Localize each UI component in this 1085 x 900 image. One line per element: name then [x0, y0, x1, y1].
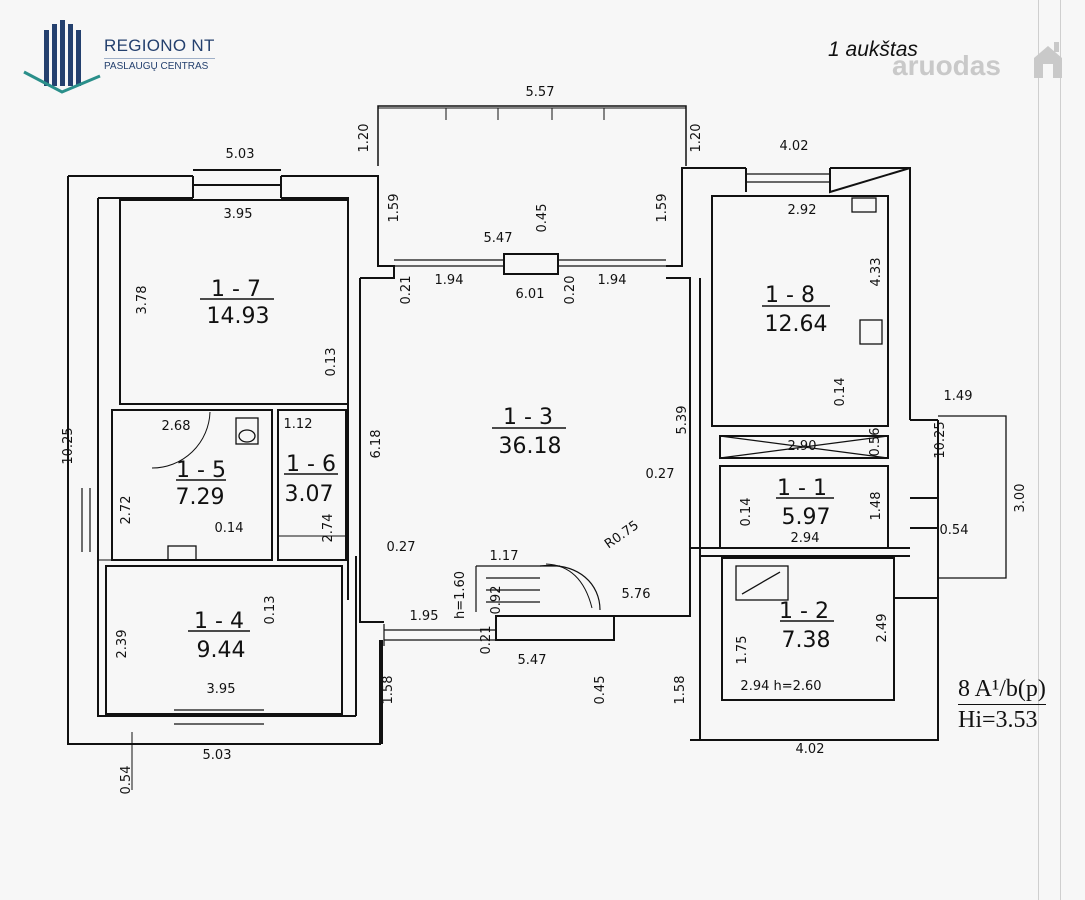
- dimension-label: R0.75: [602, 518, 642, 552]
- house-watermark-icon: [1034, 42, 1062, 78]
- dimension-label: 5.76: [622, 587, 651, 602]
- dimension-label: 1.12: [284, 417, 313, 432]
- dimension-label: 3.00: [1013, 484, 1028, 513]
- dimension-label: 2.92: [788, 203, 817, 218]
- dimension-label: 3.78: [135, 286, 150, 315]
- stamp-line2: Hi=3.53: [958, 704, 1046, 735]
- logo-name: REGIONO NT: [104, 36, 215, 55]
- dimension-label: 5.47: [518, 653, 547, 668]
- dimension-label: 0.45: [593, 676, 608, 705]
- regiono-nt-logo: REGIONO NT PASLAUGŲ CENTRAS: [22, 20, 252, 98]
- dimension-label: 1.75: [735, 636, 750, 665]
- dimension-label: 1.20: [689, 124, 704, 153]
- dimension-label: 2.94 h=2.60: [740, 679, 821, 694]
- room-1-5-area: 7.29: [176, 485, 225, 510]
- dimension-label: 0.56: [868, 428, 883, 457]
- dimension-label: 2.39: [115, 630, 130, 659]
- room-1-3-label: 1 - 3: [503, 405, 553, 430]
- room-1-7-area: 14.93: [207, 304, 270, 329]
- dimension-label: 1.94: [435, 273, 464, 288]
- room-1-1-label: 1 - 1: [777, 476, 827, 501]
- dimension-label: 1.95: [410, 609, 439, 624]
- dimension-label: 1.59: [387, 194, 402, 223]
- dimension-label: 5.03: [203, 748, 232, 763]
- dimension-label: 3.95: [207, 682, 236, 697]
- dimension-label: 1.58: [381, 676, 396, 705]
- dimension-label: 2.74: [321, 514, 336, 543]
- dimension-label: 0.14: [833, 378, 848, 407]
- dimension-label: 4.02: [780, 139, 809, 154]
- room-1-5-label: 1 - 5: [176, 458, 226, 483]
- dimension-label: 10.25: [933, 421, 948, 458]
- room-1-7-label: 1 - 7: [211, 277, 261, 302]
- room-1-4-label: 1 - 4: [194, 609, 244, 634]
- dimension-label: 0.54: [119, 766, 134, 795]
- dimension-label: 5.03: [226, 147, 255, 162]
- dimension-label: h=1.60: [453, 571, 468, 619]
- dimension-label: 4.33: [869, 258, 884, 287]
- dimension-label: 0.21: [479, 626, 494, 655]
- watermark: aruodas: [892, 50, 1001, 81]
- paper-margin-line: [1038, 0, 1039, 900]
- room-1-2-label: 1 - 2: [779, 599, 829, 624]
- dimension-label: 5.47: [484, 231, 513, 246]
- dimension-label: 1.48: [869, 492, 884, 521]
- building-logo-icon: [23, 20, 101, 94]
- dimension-label: 2.72: [119, 496, 134, 525]
- paper-margin-line: [1060, 0, 1061, 900]
- dimension-label: 0.27: [646, 467, 675, 482]
- room-1-3-area: 36.18: [499, 434, 562, 459]
- dimension-label: 1.49: [944, 389, 973, 404]
- dimension-label: 1.58: [673, 676, 688, 705]
- dimension-label: 0.13: [263, 596, 278, 625]
- room-1-4-area: 9.44: [197, 638, 246, 663]
- dimension-label: 6.01: [516, 287, 545, 302]
- dimension-label: 6.18: [369, 430, 384, 459]
- dimension-label: 4.02: [796, 742, 825, 757]
- dimension-label: 2.90: [788, 439, 817, 454]
- dimension-label: 2.94: [791, 531, 820, 546]
- dimension-label: 2.49: [875, 614, 890, 643]
- room-1-6-area: 3.07: [285, 482, 334, 507]
- dimension-label: 5.39: [675, 406, 690, 435]
- room-1-8-area: 12.64: [765, 312, 828, 337]
- dimension-label: 0.14: [739, 498, 754, 527]
- dimension-label: 10.25: [61, 427, 76, 464]
- dimension-label: 0.20: [563, 276, 578, 305]
- dimension-label: 0.45: [535, 204, 550, 233]
- room-1-1-area: 5.97: [782, 505, 831, 530]
- stamp: 8 A¹/b(p) Hi=3.53: [958, 674, 1046, 735]
- dimension-label: 1.94: [598, 273, 627, 288]
- dimension-label: 1.17: [490, 549, 519, 564]
- dimension-label: 0.92: [489, 586, 504, 615]
- dimension-label: 0.54: [940, 523, 969, 538]
- logo-subtitle: PASLAUGŲ CENTRAS: [104, 58, 215, 74]
- dimension-label: 2.68: [162, 419, 191, 434]
- dimension-label: 0.14: [215, 521, 244, 536]
- dimension-label: 0.13: [324, 348, 339, 377]
- dimension-label: 1.20: [357, 124, 372, 153]
- dimension-label: 0.21: [399, 276, 414, 305]
- dimension-label: 0.27: [387, 540, 416, 555]
- stamp-line1: 8 A¹/b(p): [958, 676, 1046, 702]
- room-1-2-area: 7.38: [782, 628, 831, 653]
- room-1-6-label: 1 - 6: [286, 452, 336, 477]
- dimension-label: 5.57: [526, 85, 555, 100]
- room-1-8-label: 1 - 8: [765, 283, 815, 308]
- dimension-label: 3.95: [224, 207, 253, 222]
- dimension-label: 1.59: [655, 194, 670, 223]
- floor-title: 1 aukštas: [828, 38, 918, 61]
